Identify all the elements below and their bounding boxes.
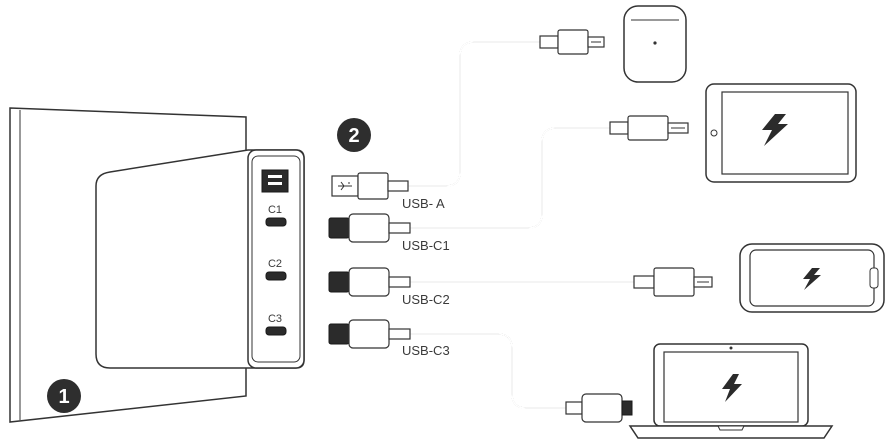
usb-c-plug-1-icon xyxy=(328,213,411,243)
usb-c-port-2-icon xyxy=(265,271,287,281)
cable-usb-a: USB- A xyxy=(331,29,605,211)
cable-usb-c1: USB-C1 xyxy=(328,115,689,253)
tablet-icon xyxy=(705,83,857,183)
cable-usb-c3: USB-C3 xyxy=(328,319,633,423)
usb-c-plug-3-icon xyxy=(328,319,411,349)
lightning-bolt-3-icon xyxy=(722,374,742,402)
lightning-plug-2-icon xyxy=(609,115,689,141)
phone-icon xyxy=(739,243,885,313)
usb-c-port-1-icon xyxy=(265,217,287,227)
cable-label-usb-a: USB- A xyxy=(402,196,445,211)
port-label-c3: C3 xyxy=(268,313,282,325)
usb-a-plug-icon xyxy=(331,172,409,200)
step-2-badge: 2 xyxy=(337,118,371,152)
cable-label-usb-c1: USB-C1 xyxy=(402,238,450,253)
port-label-c2: C2 xyxy=(268,258,282,270)
cable-label-usb-c3: USB-C3 xyxy=(402,343,450,358)
cable-label-usb-c2: USB-C2 xyxy=(402,292,450,307)
cable-usb-c2: USB-C2 xyxy=(328,267,713,307)
step-1-badge: 1 xyxy=(47,379,81,413)
port-label-c1: C1 xyxy=(268,204,282,216)
usb-c-plug-2-icon xyxy=(328,267,411,297)
charger-icon: C1 C2 C3 xyxy=(95,149,305,369)
lightning-plug-icon xyxy=(539,29,605,55)
lightning-bolt-2-icon xyxy=(803,268,821,290)
usb-c-port-3-icon xyxy=(265,326,287,336)
lightning-plug-3-icon xyxy=(633,267,713,297)
earbuds-case-icon xyxy=(623,5,687,83)
laptop-icon xyxy=(628,343,834,439)
step-2-number: 2 xyxy=(348,125,359,147)
usb-c-plug-laptop-icon xyxy=(565,393,633,423)
step-1-number: 1 xyxy=(58,386,69,408)
usb-a-port-icon xyxy=(261,169,289,193)
lightning-bolt-icon xyxy=(762,114,788,146)
